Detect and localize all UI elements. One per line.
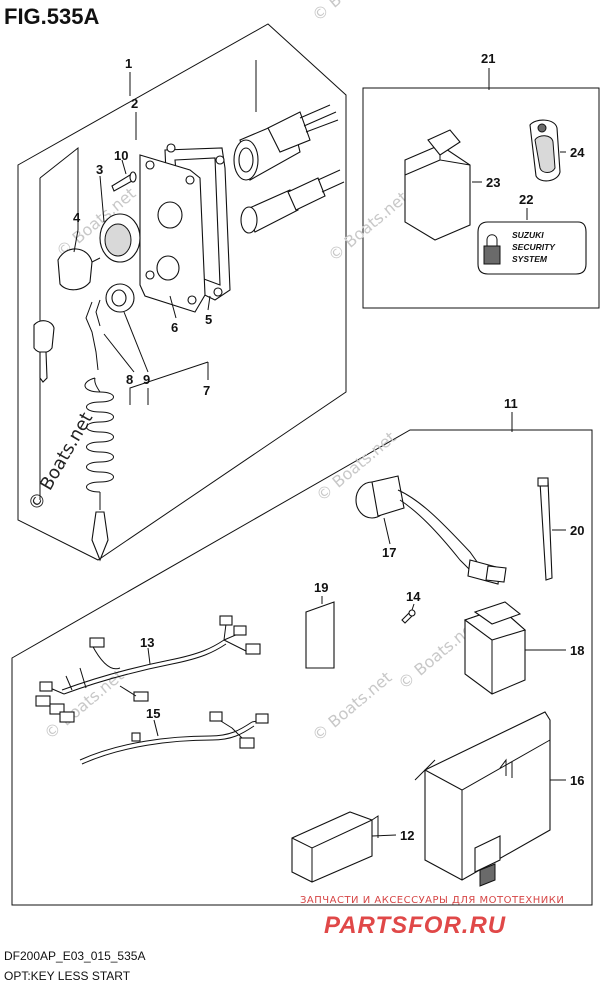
watermark: © Boats.net — [308, 668, 395, 745]
washer-part-9 — [105, 283, 135, 313]
callout-14: 14 — [406, 589, 421, 604]
knob-part-4 — [57, 248, 101, 291]
harness-part-15 — [79, 711, 269, 765]
watermark: © Boats.net — [24, 409, 97, 515]
callout-9: 9 — [143, 372, 150, 387]
frame-box-1 — [17, 23, 347, 561]
socket-part-17 — [355, 475, 507, 585]
security-label-line2: SECURITY — [512, 242, 556, 252]
key-fob — [33, 320, 55, 383]
callout-11: 11 — [504, 396, 518, 411]
lanyard-part-8 — [84, 299, 114, 562]
callout-1: 1 — [125, 56, 132, 71]
cover-part-12 — [291, 811, 379, 883]
relay-part-18 — [463, 601, 527, 695]
callout-8: 8 — [126, 372, 133, 387]
callout-20: 20 — [570, 523, 584, 538]
watermark: © Boats.net — [308, 0, 395, 25]
brand-tagline: ЗАПЧАСТИ И АКСЕССУАРЫ ДЛЯ МОТОТЕХНИКИ — [300, 895, 564, 906]
callout-5: 5 — [205, 312, 212, 327]
callout-12: 12 — [400, 828, 414, 843]
security-label-line1: SUZUKI — [512, 230, 544, 240]
cable-tie-part-20 — [537, 477, 553, 581]
leader-lines — [39, 68, 566, 837]
screw-part-14 — [401, 609, 416, 624]
callout-7: 7 — [203, 383, 210, 398]
callout-10: 10 — [114, 148, 128, 163]
callout-2: 2 — [131, 96, 138, 111]
callout-16: 16 — [570, 773, 584, 788]
mount-plate-part-6 — [139, 154, 206, 313]
brand-logo-text: PARTSFOR.RU — [324, 912, 506, 939]
nut-part-3 — [99, 213, 141, 263]
harness-part-13 — [35, 615, 261, 723]
frame-box-11 — [11, 429, 593, 906]
sheet-part-19 — [305, 601, 335, 669]
watermark: © Boats.net — [324, 188, 411, 265]
callout-22: 22 — [519, 192, 533, 207]
callout-13: 13 — [140, 635, 154, 650]
callout-18: 18 — [570, 643, 584, 658]
remote-fob-part-24 — [529, 119, 561, 182]
figure-caption: OPT:KEY LESS START — [4, 969, 131, 983]
callout-numbers: 1 2 3 4 5 6 7 8 9 10 11 12 13 14 15 16 1… — [73, 51, 585, 843]
callout-21: 21 — [481, 51, 495, 66]
callout-3: 3 — [96, 162, 103, 177]
security-label-part-22: SUZUKI SECURITY SYSTEM — [477, 221, 587, 275]
screw-part-10 — [111, 171, 137, 192]
callout-17: 17 — [382, 545, 396, 560]
callout-15: 15 — [146, 706, 160, 721]
control-unit-part-16 — [414, 711, 551, 887]
callout-6: 6 — [171, 320, 178, 335]
callout-24: 24 — [570, 145, 585, 160]
callout-4: 4 — [73, 210, 81, 225]
model-code: DF200AP_E03_015_535A — [4, 949, 145, 963]
key-cylinder-connector — [240, 169, 345, 234]
frame-box-21 — [362, 87, 600, 309]
figure-title: FIG.535A — [4, 4, 99, 29]
security-label-line3: SYSTEM — [512, 254, 548, 264]
controller-part-23 — [404, 129, 471, 241]
callout-23: 23 — [486, 175, 500, 190]
ignition-switch-body — [233, 60, 339, 181]
callout-19: 19 — [314, 580, 328, 595]
